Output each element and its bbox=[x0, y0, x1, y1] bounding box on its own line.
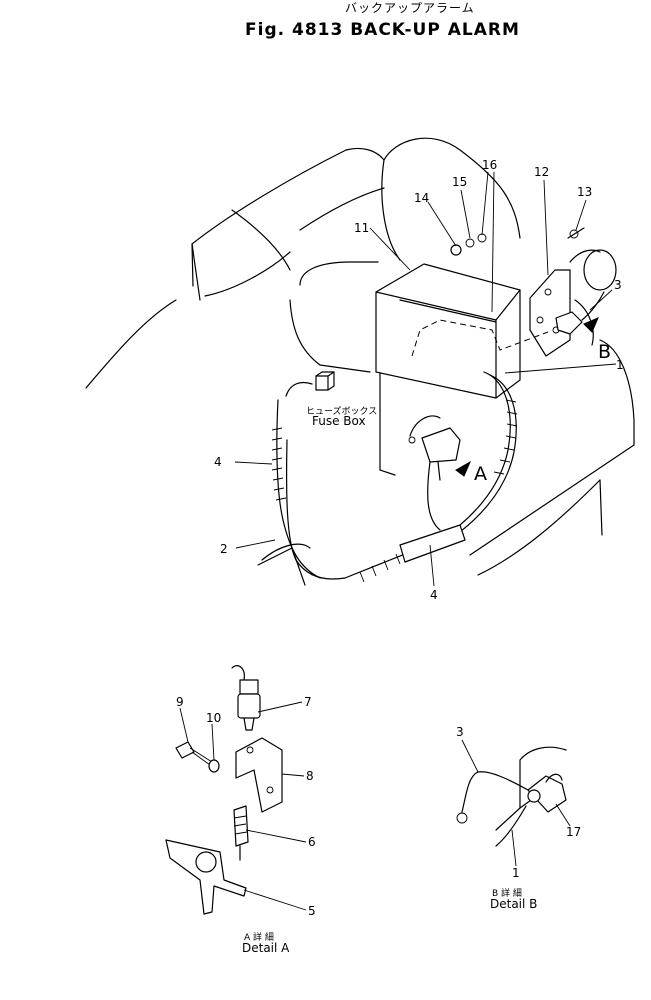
view-b-arrow-icon bbox=[583, 317, 599, 333]
callout-14-main: 14 bbox=[414, 191, 429, 205]
detail-b-caption: Detail B bbox=[490, 897, 537, 911]
callout-7-detail-a: 7 bbox=[304, 695, 312, 709]
callout-3-detail-b: 3 bbox=[456, 725, 464, 739]
callout-4-lower: 4 bbox=[430, 588, 438, 602]
callout-13-main: 13 bbox=[577, 185, 592, 199]
callout-17-detail-b: 17 bbox=[566, 825, 581, 839]
callout-11-main: 11 bbox=[354, 221, 369, 235]
detail-a-caption: Detail A bbox=[242, 941, 290, 955]
title-japanese: バックアップアラーム bbox=[345, 1, 475, 15]
callout-1-detail-b: 1 bbox=[512, 866, 520, 880]
detail-a-view: 9 10 7 8 6 5 A 詳 細 Detail A bbox=[165, 665, 316, 955]
callout-1-main: 1 bbox=[616, 358, 624, 372]
callout-3-main: 3 bbox=[614, 278, 622, 292]
callout-9-detail-a: 9 bbox=[176, 695, 184, 709]
view-marker-a: A bbox=[474, 463, 487, 485]
callout-8-detail-a: 8 bbox=[306, 769, 314, 783]
callout-16-main: 16 bbox=[482, 158, 497, 172]
detail-a-caption-japanese: A 詳 細 bbox=[244, 931, 274, 943]
view-marker-b: B bbox=[598, 341, 611, 363]
detail-b-caption-japanese: B 詳 細 bbox=[492, 887, 522, 899]
main-assembly-view: A B ヒューズボックス Fuse Box 1 3 4 2 4 11 12 13… bbox=[85, 137, 635, 602]
callout-6-detail-a: 6 bbox=[308, 835, 316, 849]
callout-10-detail-a: 10 bbox=[206, 711, 221, 725]
view-a-arrow-icon bbox=[455, 460, 472, 477]
fuse-box-label-japanese: ヒューズボックス bbox=[306, 405, 377, 417]
callout-15-main: 15 bbox=[452, 175, 467, 189]
callout-2-main: 2 bbox=[220, 542, 228, 556]
fuse-box-label: Fuse Box bbox=[312, 414, 366, 428]
callout-5-detail-a: 5 bbox=[308, 904, 316, 918]
detail-b-view: 3 17 1 B 詳 細 Detail B bbox=[456, 725, 581, 911]
page-title: Fig. 4813 BACK-UP ALARM bbox=[245, 20, 520, 40]
callout-12-main: 12 bbox=[534, 165, 549, 179]
callout-4-upper: 4 bbox=[214, 455, 222, 469]
